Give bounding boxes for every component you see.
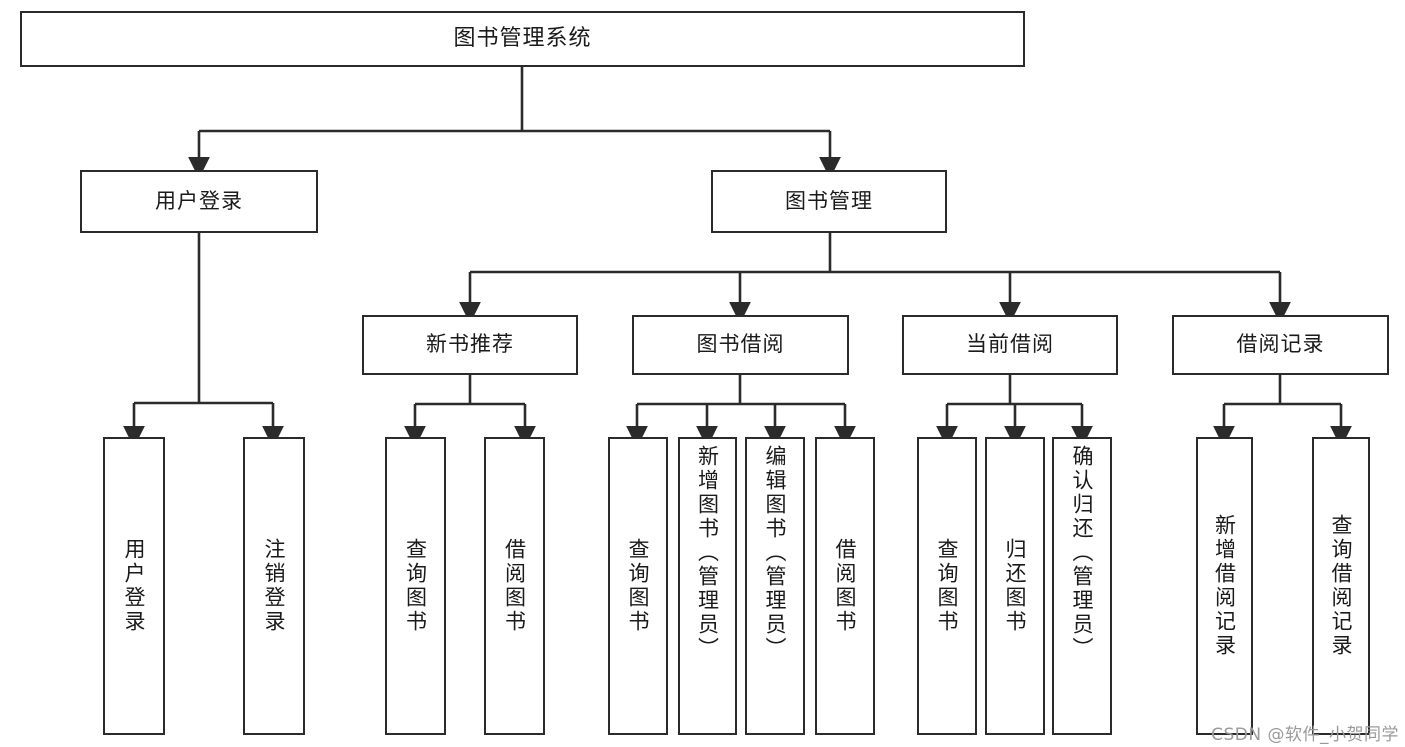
leaf-current-query-book[interactable]: 查询图书 (917, 437, 977, 735)
leaf-current-query-book-label: 查询图书 (935, 538, 960, 634)
node-new-book-recommend-label: 新书推荐 (426, 332, 514, 357)
node-current-borrow[interactable]: 当前借阅 (902, 315, 1118, 375)
node-current-borrow-label: 当前借阅 (966, 332, 1054, 357)
node-book-management-label: 图书管理 (785, 188, 873, 213)
leaf-user-logout[interactable]: 注销登录 (243, 437, 305, 735)
leaf-user-logout-label: 注销登录 (262, 538, 287, 634)
leaf-borrow-edit-book-admin-label: 编辑图书（管理员） (763, 445, 788, 661)
node-borrow-records[interactable]: 借阅记录 (1172, 315, 1389, 375)
leaf-borrow-borrow-book-label: 借阅图书 (833, 538, 858, 634)
watermark-text: CSDN @软件_小贺同学 (1211, 725, 1399, 745)
leaf-recommend-borrow-book[interactable]: 借阅图书 (484, 437, 545, 735)
node-book-borrow[interactable]: 图书借阅 (632, 315, 849, 375)
leaf-recommend-query-book[interactable]: 查询图书 (385, 437, 446, 735)
leaf-records-add-record-label: 新增借阅记录 (1212, 514, 1237, 658)
leaf-current-confirm-return-admin-label: 确认归还（管理员） (1070, 445, 1095, 661)
leaf-user-login[interactable]: 用户登录 (103, 437, 165, 735)
leaf-borrow-add-book-admin[interactable]: 新增图书（管理员） (678, 437, 737, 735)
leaf-recommend-query-book-label: 查询图书 (403, 538, 428, 634)
node-user-login-label: 用户登录 (155, 188, 243, 213)
leaf-user-login-label: 用户登录 (122, 538, 147, 634)
node-book-management[interactable]: 图书管理 (711, 170, 947, 233)
leaf-borrow-borrow-book[interactable]: 借阅图书 (815, 437, 875, 735)
leaf-records-query-record[interactable]: 查询借阅记录 (1312, 437, 1370, 735)
leaf-borrow-query-book[interactable]: 查询图书 (608, 437, 668, 735)
node-new-book-recommend[interactable]: 新书推荐 (362, 315, 578, 375)
leaf-records-query-record-label: 查询借阅记录 (1329, 514, 1354, 658)
leaf-current-return-book-label: 归还图书 (1003, 538, 1028, 634)
leaf-current-return-book[interactable]: 归还图书 (985, 437, 1045, 735)
leaf-borrow-add-book-admin-label: 新增图书（管理员） (695, 445, 720, 661)
node-user-login[interactable]: 用户登录 (80, 170, 318, 233)
leaf-recommend-borrow-book-label: 借阅图书 (502, 538, 527, 634)
leaf-borrow-query-book-label: 查询图书 (626, 538, 651, 634)
node-book-borrow-label: 图书借阅 (696, 332, 785, 357)
leaf-borrow-edit-book-admin[interactable]: 编辑图书（管理员） (745, 437, 805, 735)
node-root-system-label: 图书管理系统 (453, 25, 592, 51)
node-borrow-records-label: 借阅记录 (1236, 332, 1325, 357)
node-root-system[interactable]: 图书管理系统 (20, 11, 1025, 67)
leaf-current-confirm-return-admin[interactable]: 确认归还（管理员） (1052, 437, 1112, 735)
leaf-records-add-record[interactable]: 新增借阅记录 (1196, 437, 1253, 735)
